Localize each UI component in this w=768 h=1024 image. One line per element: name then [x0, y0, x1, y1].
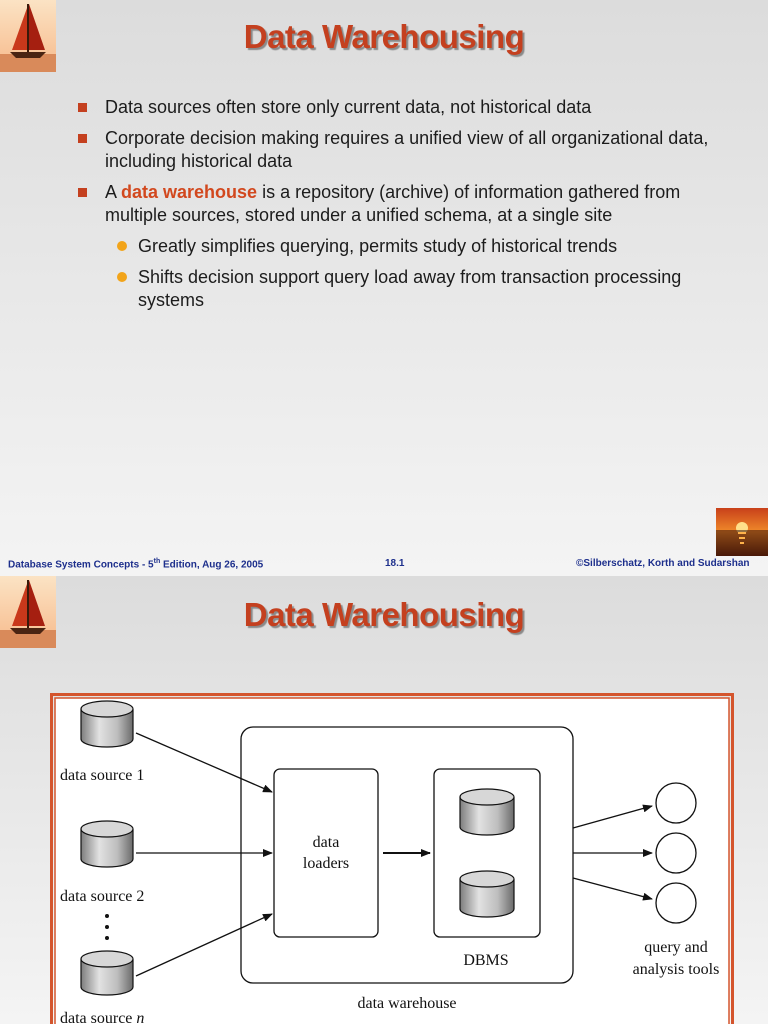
query-tools-label-line2: analysis tools: [633, 961, 720, 978]
data-loaders-box: [273, 768, 379, 938]
bullet-item: A data warehouse is a repository (archiv…: [74, 181, 744, 312]
bullet-suffix: is a repository (archive) of information…: [105, 182, 681, 225]
footer-left: Database System Concepts - 5th Edition, …: [8, 558, 263, 570]
footer-page-number: 18.1: [385, 558, 405, 569]
footer-copyright: ©Silberschatz, Korth and Sudarshan: [576, 558, 750, 569]
data-source-1-icon: [80, 700, 134, 748]
sunset-image-icon: [716, 508, 768, 556]
sailboat-logo-icon: [0, 0, 56, 72]
sub-bullet-item: Shifts decision support query load away …: [105, 266, 744, 312]
dbms-database-1-icon: [459, 788, 515, 836]
data-loaders-label-line2: loaders: [303, 855, 349, 872]
slide-title: Data Warehousing: [243, 596, 525, 633]
data-warehouse-box: [240, 726, 574, 984]
footer-superscript: th: [153, 558, 161, 565]
query-tool-1-icon: [655, 782, 697, 824]
bullet-text: Corporate decision making requires a uni…: [105, 128, 709, 171]
arrow-dbms-to-tool-1: [572, 804, 653, 829]
data-source-2-icon: [80, 820, 134, 868]
footer-book-title: Database System Concepts - 5: [8, 559, 154, 571]
data-source-n-icon: [80, 950, 134, 996]
square-bullet-icon: [78, 103, 87, 112]
sub-bullet-item: Greatly simplifies querying, permits stu…: [105, 235, 744, 258]
bullet-list: Data sources often store only current da…: [74, 96, 744, 320]
dbms-database-2-icon: [459, 870, 515, 918]
ellipsis-dots: [105, 914, 109, 940]
bullet-item: Data sources often store only current da…: [74, 96, 744, 119]
data-loaders-label-line1: data: [313, 834, 340, 851]
slide-1: Data Warehousing Data sources often stor…: [0, 0, 768, 576]
data-warehouse-diagram: data source 1 data source 2 data source …: [50, 693, 734, 1024]
slide-title: Data Warehousing: [243, 18, 525, 55]
data-source-2-label: data source 2: [60, 888, 144, 905]
bullet-text: Data sources often store only current da…: [105, 97, 592, 117]
data-warehouse-label: data warehouse: [357, 995, 456, 1012]
arrow-dbms-to-tool-3: [572, 877, 653, 901]
sub-bullet-text: Shifts decision support query load away …: [138, 267, 682, 310]
square-bullet-icon: [78, 134, 87, 143]
bullet-item: Corporate decision making requires a uni…: [74, 127, 744, 173]
bullet-prefix: A: [105, 182, 122, 202]
highlight-term: data warehouse: [121, 182, 258, 202]
sub-bullet-list: Greatly simplifies querying, permits stu…: [105, 235, 744, 312]
footer-edition-date: Edition, Aug 26, 2005: [160, 559, 264, 571]
query-tool-3-icon: [655, 882, 697, 924]
query-tool-2-icon: [655, 832, 697, 874]
sub-bullet-text: Greatly simplifies querying, permits stu…: [138, 236, 618, 256]
data-source-n-variable: n: [136, 1010, 144, 1024]
square-bullet-icon: [78, 188, 87, 197]
dbms-box: [433, 768, 541, 938]
arrow-sourcen-to-loaders: [135, 913, 273, 977]
dbms-label: DBMS: [463, 952, 508, 969]
round-bullet-icon: [117, 241, 127, 251]
data-source-1-label: data source 1: [60, 767, 144, 784]
slide-2: Data Warehousing data source 1 data s: [0, 576, 768, 1024]
data-source-n-label: data source n: [60, 1010, 144, 1024]
arrow-source1-to-loaders: [135, 732, 273, 793]
figure-outer-border: [50, 693, 734, 1024]
data-source-n-prefix: data source: [60, 1010, 136, 1024]
round-bullet-icon: [117, 272, 127, 282]
sailboat-logo-icon: [0, 576, 56, 648]
query-tools-label-line1: query and: [644, 939, 708, 956]
figure-inner-border: [54, 697, 730, 1024]
